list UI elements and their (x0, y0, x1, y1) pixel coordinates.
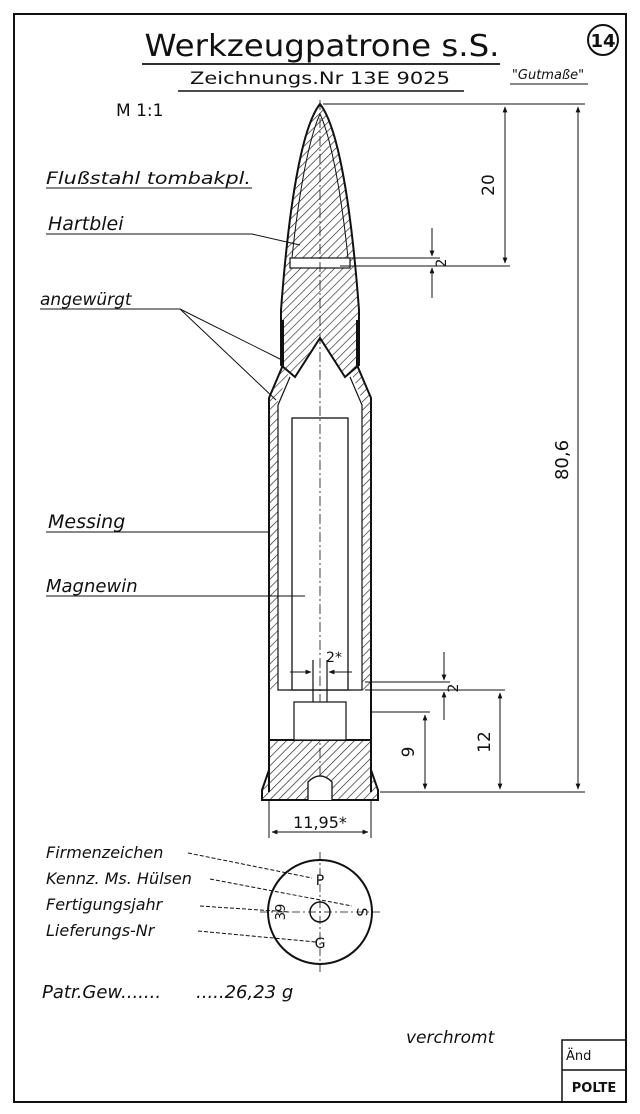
sheet-frame (13, 13, 627, 1103)
drawing-title: Werkzeugpatrone s.S. (145, 29, 500, 64)
headstamp-legend-maker: Firmenzeichen (46, 843, 163, 862)
scale-note: M 1:1 (116, 101, 163, 121)
jacket-inner-line (291, 113, 349, 259)
finish-note: verchromt (406, 1028, 496, 1048)
base-cavity (293, 701, 347, 741)
label-core: Hartblei (48, 213, 124, 235)
case-neck-hatch (269, 365, 289, 690)
dim-base-long-value: 12 (475, 731, 495, 753)
label-magnet: Magnewin (46, 576, 138, 597)
label-jacket: Flußstahl tombakpl. (46, 169, 251, 189)
weight-value: .....26,23 g (196, 982, 293, 1003)
weight-label: Patr.Gew....... (42, 982, 161, 1003)
headstamp-leaders (187, 852, 353, 943)
sheet-number-circle (587, 24, 619, 56)
primer-pocket (307, 775, 333, 800)
sheet-number: 14 (590, 31, 615, 52)
gutmasse-note: "Gutmaße" (512, 68, 584, 83)
drawing-number: Zeichnungs.Nr 13E 9025 (190, 69, 450, 89)
dim-bore-value: 2* (326, 650, 342, 666)
cartridge-section (261, 100, 379, 801)
dimensions (268, 103, 585, 838)
headstamp-mark-bottom: G (315, 936, 326, 952)
title-block-change: Änd (566, 1048, 591, 1064)
dim-rim-value: 11,95* (293, 813, 347, 832)
headstamp-mark-right: S (353, 908, 369, 917)
headstamp-mark-left: 39 (274, 904, 289, 921)
headstamp-mark-top: P (316, 873, 324, 889)
headstamp-legend-case-mark: Kennz. Ms. Hülsen (46, 869, 192, 888)
label-crimp: angewürgt (40, 290, 133, 310)
title-block-maker: POLTE (572, 1081, 616, 1096)
dim-overall-value: 80,6 (552, 440, 573, 480)
case-neck-hatch-right (351, 365, 371, 690)
dim-band-value: 2 (434, 259, 450, 268)
dim-tip-value: 20 (479, 174, 499, 196)
headstamp-legend-year: Fertigungsjahr (46, 895, 164, 914)
dim-base-short-value: 9 (399, 747, 419, 758)
label-case: Messing (48, 511, 125, 533)
dim-gap-value: 2 (446, 684, 462, 693)
headstamp-legend-lot: Lieferungs-Nr (46, 921, 156, 940)
title-block (561, 1039, 627, 1103)
material-leaders (40, 187, 305, 597)
case-base (261, 739, 379, 801)
headstamp-view (260, 852, 380, 972)
